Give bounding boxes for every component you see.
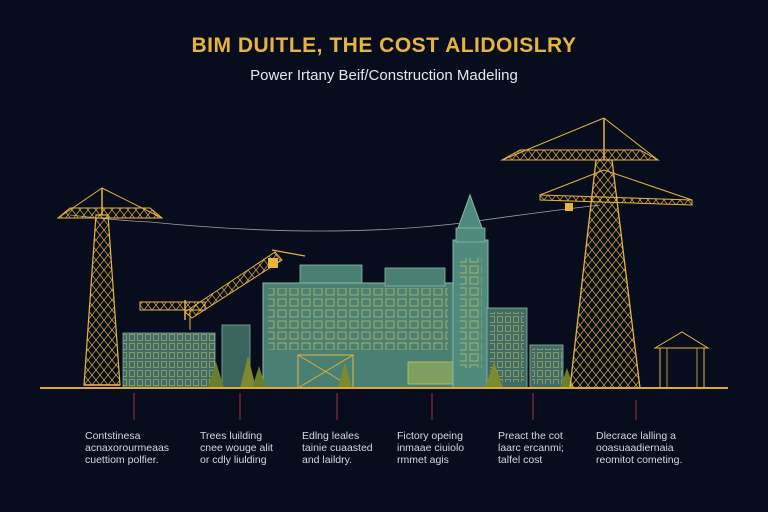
caption-4-line2: inmaae ciuiolo — [397, 442, 465, 454]
caption-5: Preact the cot laarc ercanmi; talfel cos… — [498, 430, 608, 466]
left-pylon — [56, 187, 164, 386]
page-subtitle: Power Irtany Beif/Construction Madeling — [250, 67, 518, 84]
trees — [208, 356, 574, 388]
caption-4: Fictory opeing inmaae ciuiolo rmmet agis — [397, 430, 507, 466]
caption-4-line1: Fictory opeing — [397, 430, 463, 442]
caption-2-line1: Trees luilding — [200, 430, 263, 442]
caption-3-line2: tainie cuaasted — [302, 442, 373, 454]
caption-6: Dlecrace lalling a ooasuaadiernaia reomi… — [596, 430, 706, 466]
caption-2-line2: cnee wouge alit — [200, 442, 273, 454]
caption-2-line3: or cdly liulding — [200, 454, 267, 466]
right-tower-crane — [500, 117, 693, 389]
caption-2: Trees luilding cnee wouge alit or cdly l… — [200, 430, 310, 466]
caption-1-line2: acnaxorourmeaas — [85, 442, 170, 454]
caption-6-line2: ooasuaadiernaia — [596, 442, 674, 454]
page-title: BIM DUITLE, THE COST ALIDOISLRY — [191, 34, 577, 57]
timeline-markers — [133, 393, 637, 420]
caption-5-line2: laarc ercanmi; — [498, 442, 564, 454]
caption-4-line3: rmmet agis — [397, 454, 449, 466]
main-building — [262, 193, 564, 389]
small-pavilion — [653, 331, 710, 389]
caption-1-line1: Contstinesa — [85, 430, 141, 442]
diagonal-crane — [184, 249, 306, 319]
caption-1: Contstinesa acnaxorourmeaas cuettiom pol… — [85, 430, 195, 466]
warehouse-left — [122, 324, 251, 389]
power-cable — [149, 204, 601, 232]
caption-3-line3: and laildry. — [302, 454, 352, 466]
caption-5-line3: talfel cost — [498, 454, 543, 466]
caption-3-line1: Edlng leales — [302, 430, 360, 442]
caption-6-line3: reomitot cometing. — [596, 454, 683, 466]
caption-5-line1: Preact the cot — [498, 430, 563, 442]
caption-1-line3: cuettiom polfier. — [85, 454, 159, 466]
caption-6-line1: Dlecrace lalling a — [596, 430, 676, 442]
caption-3: Edlng leales tainie cuaasted and laildry… — [302, 430, 412, 466]
